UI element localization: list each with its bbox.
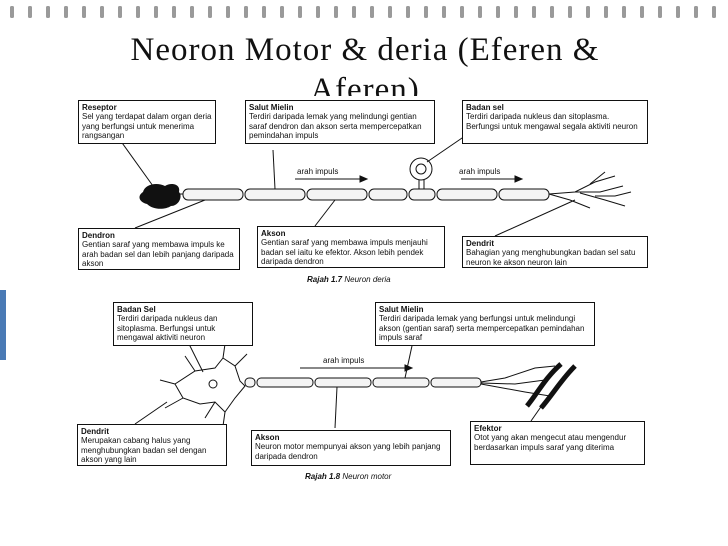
motor-caption-text: Neuron motor <box>342 472 392 481</box>
sensory-arrow-label-2: arah impuls <box>459 167 501 176</box>
effector-shape <box>480 362 577 410</box>
binder-ring <box>136 6 140 18</box>
binder-ring <box>532 6 536 18</box>
binder-ring <box>640 6 644 18</box>
binder-ring <box>262 6 266 18</box>
sensory-arrow-label-1: arah impuls <box>297 167 339 176</box>
binder-ring <box>244 6 248 18</box>
sensory-dendrit-title: Dendrit <box>466 239 494 248</box>
motor-cell-body <box>159 335 248 427</box>
motor-caption: Rajah 1.8 Neuron motor <box>305 472 391 481</box>
binder-ring <box>118 6 122 18</box>
motor-caption-num: Rajah 1.8 <box>305 472 341 481</box>
sensory-badan-sel-box: Badan sel Terdiri daripada nukleus dan s… <box>462 100 648 144</box>
sensory-akson-title: Akson <box>261 229 286 238</box>
neuron-figure: Reseptor Sel yang terdapat dalam organ d… <box>75 96 650 491</box>
motor-efektor-text: Otot yang akan mengecut atau mengendur b… <box>474 433 627 452</box>
slide-edge-accent <box>0 290 6 360</box>
binder-ring <box>568 6 572 18</box>
sensory-axon <box>408 188 550 201</box>
sensory-dendron-text: Gentian saraf yang membawa impuls ke ara… <box>82 240 234 269</box>
motor-salut-mielin-box: Salut Mielin Terdiri daripada lemak yang… <box>375 302 595 346</box>
binder-ring <box>496 6 500 18</box>
binder-ring <box>334 6 338 18</box>
binder-ring <box>64 6 68 18</box>
binder-ring <box>622 6 626 18</box>
sensory-salut-mielin-text: Terdiri daripada lemak yang melindungi g… <box>249 112 422 141</box>
motor-akson-text: Neuron motor mempunyai akson yang lebih … <box>255 442 441 461</box>
binder-ring <box>190 6 194 18</box>
motor-arrow <box>300 364 414 372</box>
motor-dendrit-text: Merupakan cabang halus yang menghubungka… <box>81 436 207 465</box>
sensory-salut-mielin-box: Salut Mielin Terdiri daripada lemak yang… <box>245 100 435 144</box>
motor-salut-mielin-text: Terdiri daripada lemak yang berfungsi un… <box>379 314 585 343</box>
sensory-dendrites <box>548 171 632 209</box>
neuron-drawings <box>119 135 632 429</box>
motor-salut-mielin-title: Salut Mielin <box>379 305 424 314</box>
sensory-reseptor-text: Sel yang terdapat dalam organ deria yang… <box>82 112 212 141</box>
sensory-pointers <box>119 135 576 237</box>
sensory-caption: Rajah 1.7 Neuron deria <box>307 275 391 284</box>
sensory-badan-sel-title: Badan sel <box>466 103 504 112</box>
binder-ring <box>604 6 608 18</box>
motor-efektor-box: Efektor Otot yang akan mengecut atau men… <box>470 421 645 465</box>
binder-ring <box>388 6 392 18</box>
motor-akson-box: Akson Neuron motor mempunyai akson yang … <box>251 430 451 466</box>
binder-ring <box>370 6 374 18</box>
binder-ring <box>712 6 716 18</box>
binder-ring <box>280 6 284 18</box>
binder-ring <box>424 6 428 18</box>
sensory-reseptor-title: Reseptor <box>82 103 117 112</box>
sensory-reseptor-box: Reseptor Sel yang terdapat dalam organ d… <box>78 100 216 144</box>
motor-dendrit-title: Dendrit <box>81 427 109 436</box>
binder-ring <box>28 6 32 18</box>
sensory-arrows <box>295 175 524 183</box>
motor-badan-sel-box: Badan Sel Terdiri daripada nukleus dan s… <box>113 302 253 346</box>
sensory-akson-box: Akson Gentian saraf yang membawa impuls … <box>257 226 445 268</box>
binder-rings <box>10 6 716 18</box>
binder-ring <box>478 6 482 18</box>
binder-ring <box>10 6 14 18</box>
motor-efektor-title: Efektor <box>474 424 502 433</box>
motor-badan-sel-title: Badan Sel <box>117 305 156 314</box>
binder-ring <box>406 6 410 18</box>
motor-badan-sel-text: Terdiri daripada nukleus dan sitoplasma.… <box>117 314 218 343</box>
sensory-dendrit-text: Bahagian yang menghubungkan badan sel sa… <box>466 248 636 267</box>
sensory-salut-mielin-title: Salut Mielin <box>249 103 294 112</box>
sensory-caption-num: Rajah 1.7 <box>307 275 343 284</box>
binder-ring <box>514 6 518 18</box>
binder-ring <box>172 6 176 18</box>
sensory-caption-text: Neuron deria <box>344 275 391 284</box>
binder-ring <box>442 6 446 18</box>
receptor-shape <box>139 184 181 209</box>
binder-ring <box>100 6 104 18</box>
motor-dendrit-box: Dendrit Merupakan cabang halus yang meng… <box>77 424 227 466</box>
binder-ring <box>208 6 212 18</box>
binder-ring <box>316 6 320 18</box>
binder-ring <box>658 6 662 18</box>
slide-title-line1: Neoron Motor & deria (Eferen & <box>130 32 600 68</box>
sensory-akson-text: Gentian saraf yang membawa impuls menjau… <box>261 238 428 267</box>
binder-ring <box>82 6 86 18</box>
sensory-badan-sel-text: Terdiri daripada nukleus dan sitoplasma.… <box>466 112 638 131</box>
slide-title: Neoron Motor & deria (Eferen & Aferen) <box>40 30 690 110</box>
sensory-dendron <box>182 188 408 201</box>
binder-ring <box>460 6 464 18</box>
binder-ring <box>298 6 302 18</box>
sensory-dendron-title: Dendron <box>82 231 115 240</box>
binder-ring <box>46 6 50 18</box>
binder-ring <box>352 6 356 18</box>
binder-ring <box>550 6 554 18</box>
motor-arrow-label: arah impuls <box>323 356 365 365</box>
binder-ring <box>694 6 698 18</box>
binder-ring <box>586 6 590 18</box>
motor-axon <box>244 377 482 388</box>
sensory-dendron-box: Dendron Gentian saraf yang membawa impul… <box>78 228 240 270</box>
motor-akson-title: Akson <box>255 433 280 442</box>
binder-ring <box>226 6 230 18</box>
binder-ring <box>676 6 680 18</box>
sensory-dendrit-box: Dendrit Bahagian yang menghubungkan bada… <box>462 236 648 268</box>
binder-ring <box>154 6 158 18</box>
